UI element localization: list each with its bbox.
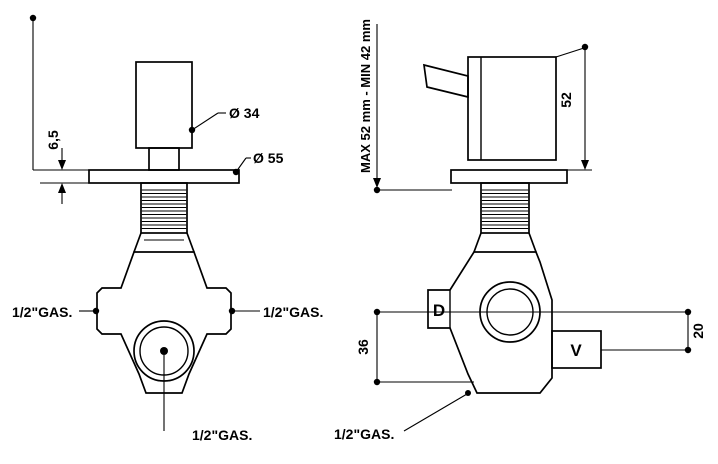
handle-front: [135, 61, 193, 149]
neck-taper-left: [473, 232, 482, 253]
leader-dot: [92, 307, 100, 315]
neck-taper-right: [186, 232, 195, 253]
front-bottom-port-callout: 1/2"GAS.: [163, 355, 252, 443]
threaded-stem-front: [140, 182, 188, 234]
arrowhead-down: [58, 160, 66, 170]
front-view: 6,5 Ø 34 Ø 55 1/2"GAS. 1/2"GAS.: [12, 14, 323, 443]
valve-body-side: [427, 251, 553, 394]
thread-lines-front: [141, 189, 187, 229]
dim-center-to-base: 36: [355, 308, 474, 386]
dim-flange-thickness-label: 6,5: [45, 130, 61, 150]
side-view: D V MAX 52 mm - MIN 42 mm 52: [334, 19, 706, 442]
handle-neck-front: [148, 147, 180, 171]
dim-outlet-offset: 20: [601, 308, 706, 354]
leader-dot: [228, 307, 236, 315]
dim-wall-distance-label: MAX 52 mm - MIN 42 mm: [358, 19, 373, 173]
dim-flange-diameter-label: Ø 55: [253, 150, 284, 166]
front-wall-reference: [29, 14, 89, 171]
arrowhead-up: [58, 183, 66, 193]
dim-outlet-offset-label: 20: [690, 323, 706, 339]
threaded-stem-side: [480, 182, 530, 234]
dim-center-to-base-label: 36: [355, 339, 371, 355]
arrowhead-down: [373, 178, 381, 188]
flange-side: [450, 169, 568, 184]
front-left-port-callout: 1/2"GAS.: [12, 304, 100, 320]
handle-side: [467, 56, 557, 161]
dim-handle-diameter-label: Ø 34: [229, 105, 260, 121]
neck-taper-left: [133, 232, 142, 253]
dim-flange-diameter: Ø 55: [232, 150, 284, 176]
dim-handle-diameter: Ø 34: [188, 105, 260, 134]
valve-body-front: [96, 251, 232, 394]
side-part-outline: D V: [422, 56, 602, 394]
dim-flange-thickness: 6,5: [40, 130, 89, 204]
dim-wall-distance: MAX 52 mm - MIN 42 mm: [358, 19, 452, 194]
outlet-label: V: [570, 341, 582, 360]
leader-dot: [465, 390, 471, 396]
front-center-point: [160, 347, 168, 355]
neck-taper-right: [528, 232, 537, 253]
bottom-port-label: 1/2"GAS.: [334, 426, 394, 442]
arrowhead-down: [581, 160, 589, 170]
bottom-port-label: 1/2"GAS.: [192, 427, 252, 443]
thread-lines-side: [481, 189, 529, 229]
dim-handle-height-label: 52: [558, 92, 574, 108]
front-right-port-callout: 1/2"GAS.: [228, 304, 323, 320]
front-part-outline: [88, 61, 240, 394]
right-port-label: 1/2"GAS.: [263, 304, 323, 320]
dim-handle-height: 52: [555, 43, 592, 171]
inlet-label: D: [433, 301, 445, 320]
flange-front: [88, 169, 240, 184]
side-bottom-port-callout: 1/2"GAS.: [334, 390, 471, 442]
left-port-label: 1/2"GAS.: [12, 304, 72, 320]
handle-lever: [422, 63, 469, 99]
